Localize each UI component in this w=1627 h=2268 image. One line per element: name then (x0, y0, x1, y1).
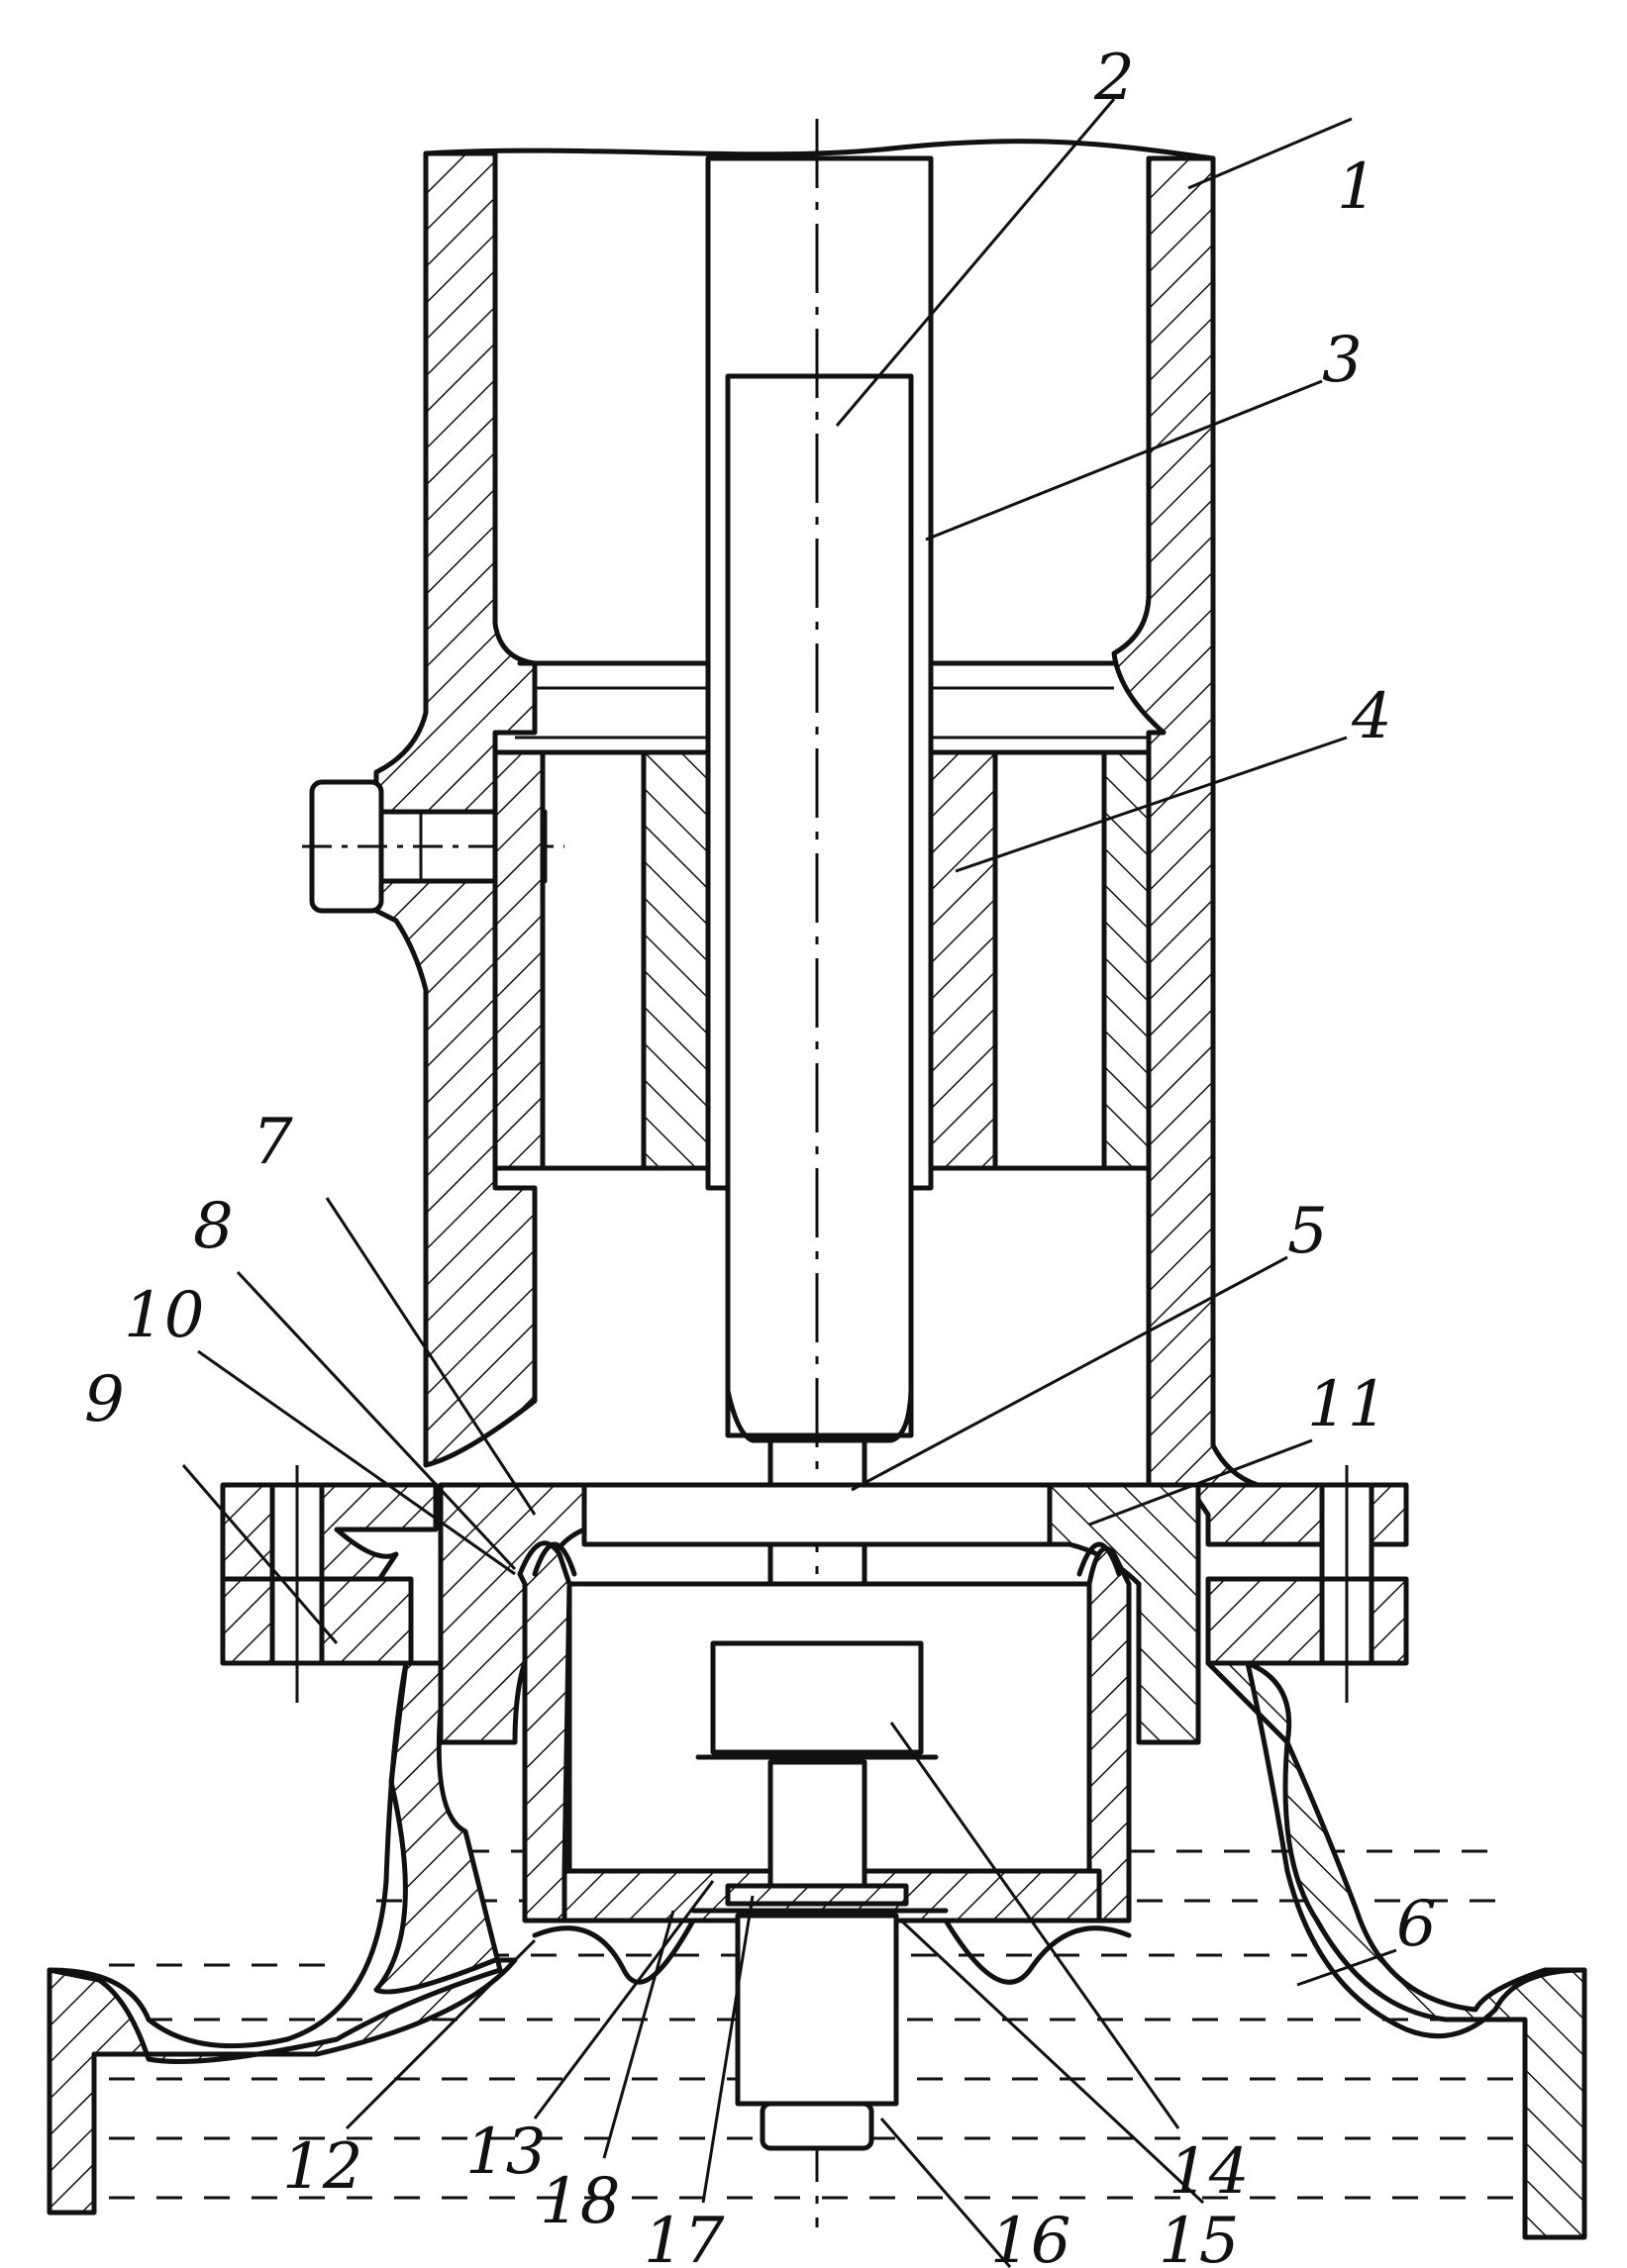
callout-2: 2 (1093, 42, 1135, 115)
callout-10: 10 (124, 1279, 204, 1352)
callout-7: 7 (253, 1106, 293, 1179)
fastener-stack (532, 1640, 1132, 2151)
callout-11: 11 (1307, 1368, 1387, 1441)
callout-16: 16 (990, 2205, 1070, 2268)
callout-14: 14 (1169, 2135, 1249, 2209)
callout-13: 13 (465, 2116, 546, 2189)
lower-body (47, 1660, 1587, 2240)
callout-5: 5 (1287, 1195, 1328, 1268)
callout-12: 12 (282, 2130, 362, 2204)
callout-4: 4 (1351, 680, 1392, 753)
leaders (181, 98, 1397, 2268)
callout-6: 6 (1396, 1888, 1437, 1961)
callout-3: 3 (1322, 324, 1363, 397)
callout-18: 18 (540, 2165, 620, 2238)
flanges (220, 1465, 1409, 1703)
callout-8: 8 (193, 1190, 234, 1263)
callout-15: 15 (1159, 2205, 1239, 2268)
callout-1: 1 (1337, 150, 1377, 224)
callout-9: 9 (84, 1363, 125, 1436)
callout-labels: 1 2 3 4 5 6 7 8 9 10 11 12 13 14 15 16 1… (84, 42, 1437, 2268)
callout-17: 17 (644, 2205, 725, 2268)
